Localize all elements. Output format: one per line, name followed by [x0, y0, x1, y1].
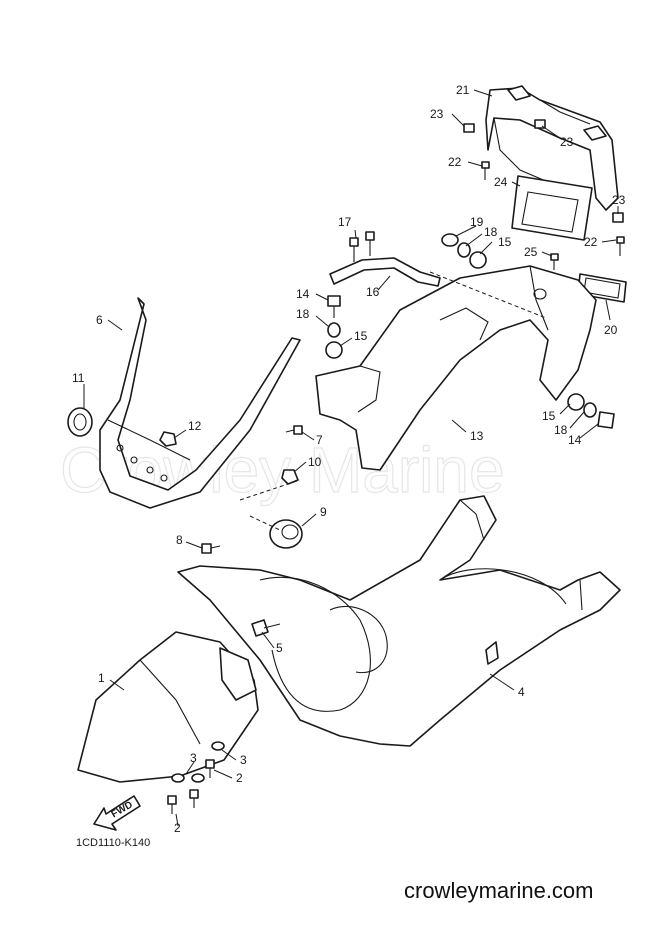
callout-21: 21 — [456, 83, 470, 97]
callout-3: 3 — [240, 753, 247, 767]
part-16-rail[interactable] — [329, 257, 441, 287]
callout-labels: 21 23 23 22 24 23 22 25 20 19 18 15 17 1… — [72, 83, 626, 835]
callout-9: 9 — [320, 505, 327, 519]
part-11-turn-signal[interactable] — [67, 407, 93, 437]
part-14-bolt[interactable] — [327, 295, 615, 429]
part-25-screw[interactable] — [550, 253, 559, 270]
callout-19: 19 — [470, 215, 484, 229]
callout-18: 18 — [484, 225, 498, 239]
callout-5: 5 — [276, 641, 283, 655]
callout-18: 18 — [554, 423, 568, 437]
part-22-screw[interactable] — [481, 161, 625, 256]
callout-24: 24 — [494, 175, 508, 189]
fwd-arrow-icon: FWD — [93, 795, 141, 831]
part-7-screw[interactable] — [285, 425, 303, 435]
part-6-front-cover[interactable] — [99, 297, 301, 509]
part-1-front-fender[interactable] — [77, 631, 259, 783]
callout-23: 23 — [560, 135, 574, 149]
part-18-collar[interactable] — [327, 242, 597, 418]
part-15-grommet[interactable] — [325, 251, 585, 411]
part-3-washer[interactable] — [171, 741, 225, 783]
part-9-turn-signal[interactable] — [269, 519, 303, 549]
part-10-nut[interactable] — [281, 469, 299, 485]
part-13-rear-fender[interactable] — [315, 265, 597, 471]
callout-4: 4 — [518, 685, 525, 699]
callout-7: 7 — [316, 433, 323, 447]
part-12-nut[interactable] — [159, 431, 177, 447]
part-5-bolt[interactable] — [251, 619, 281, 637]
callout-25: 25 — [524, 245, 538, 259]
callout-15: 15 — [354, 329, 368, 343]
part-2-screw[interactable] — [167, 759, 215, 814]
callout-6: 6 — [96, 313, 103, 327]
callout-23: 23 — [430, 107, 444, 121]
assembly-line — [239, 479, 301, 531]
callout-16: 16 — [366, 285, 380, 299]
callout-3: 3 — [190, 751, 197, 765]
callout-22: 22 — [584, 235, 598, 249]
callout-14: 14 — [296, 287, 310, 301]
part-8-screw[interactable] — [201, 543, 221, 554]
callout-2: 2 — [174, 821, 181, 835]
callout-10: 10 — [308, 455, 322, 469]
callout-11: 11 — [72, 371, 85, 385]
callout-20: 20 — [604, 323, 618, 337]
callout-22: 22 — [448, 155, 462, 169]
part-19-washer[interactable] — [441, 233, 459, 247]
site-url: crowleymarine.com — [404, 878, 594, 903]
part-4-floor-panel[interactable] — [177, 495, 621, 747]
part-17-bolt[interactable] — [349, 231, 375, 262]
part-24-plate[interactable] — [511, 175, 593, 241]
leader-lines — [83, 89, 619, 827]
callout-8: 8 — [176, 533, 183, 547]
callout-23: 23 — [612, 193, 626, 207]
callout-15: 15 — [498, 235, 512, 249]
callout-18: 18 — [296, 307, 310, 321]
callout-17: 17 — [338, 215, 352, 229]
callout-1: 1 — [98, 671, 105, 685]
callout-15: 15 — [542, 409, 556, 423]
callout-12: 12 — [188, 419, 202, 433]
diagram-code: 1CD1110-K140 — [76, 837, 150, 849]
callout-13: 13 — [470, 429, 484, 443]
callout-2: 2 — [236, 771, 243, 785]
callout-14: 14 — [568, 433, 582, 447]
